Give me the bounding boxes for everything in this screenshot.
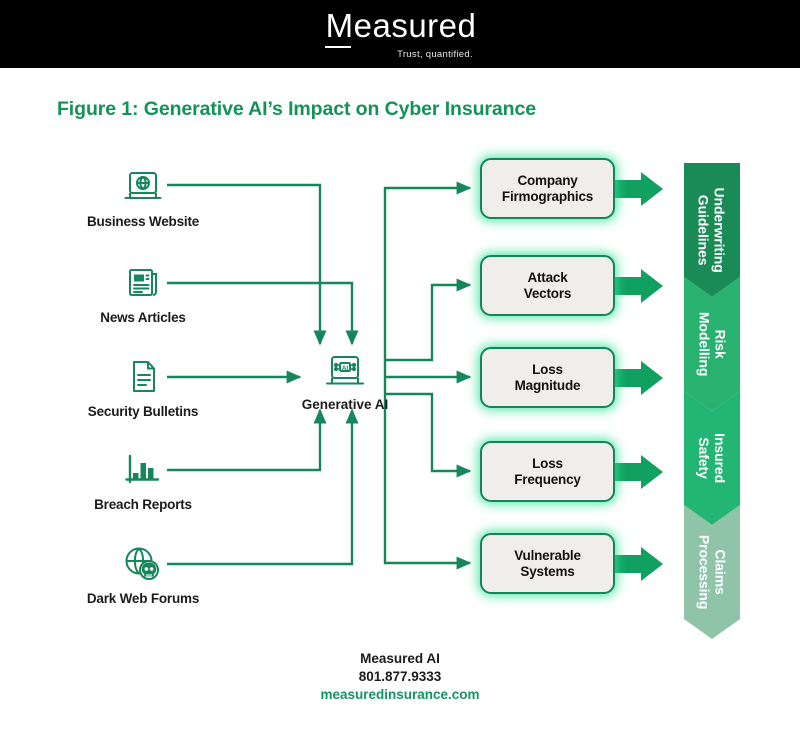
output-box-line1: Loss [532,455,563,471]
ribbon-segment-label: Insured Safety [696,433,728,483]
source-node-security-bulletins[interactable]: Security Bulletins [58,356,228,419]
output-box-line2: Firmographics [501,188,594,204]
output-box-label: Loss Frequency [514,455,581,488]
center-node-label: Generative AI [301,397,389,412]
svg-text:AI: AI [342,365,349,372]
footer-website-link[interactable]: measuredinsurance.com [320,686,480,702]
source-label: News Articles [100,310,186,325]
source-node-dark-web-forums[interactable]: Dark Web Forums [58,543,228,606]
output-box-loss-magnitude[interactable]: Loss Magnitude [480,347,615,408]
output-box-line2: Vectors [523,285,572,301]
source-node-breach-reports[interactable]: Breach Reports [58,449,228,512]
output-box-line1: Loss [532,361,563,377]
ribbon-line1: Insured [712,433,729,483]
source-node-business-website[interactable]: Business Website [58,166,228,229]
ribbon-segment-insured-safety[interactable]: Insured Safety [684,391,740,525]
output-box-label: Company Firmographics [502,173,593,205]
output-box-line1: Company [517,172,578,188]
output-box-line2: Frequency [514,471,581,487]
output-box-company-firmographics[interactable]: Company Firmographics [480,158,615,219]
ribbon-line1: Underwriting [712,187,729,273]
document-icon [58,356,228,398]
footer: Measured AI 801.877.9333 measuredinsuran… [0,650,800,703]
header-bar: Measured Trust, quantified. [0,0,800,68]
ribbon-line2: Safety [696,437,712,479]
brand-logo: Measured Trust, quantified. [0,0,800,68]
footer-company: Measured AI [360,651,440,666]
source-label: Business Website [86,214,200,229]
output-box-line1: Attack [527,269,568,285]
output-box-vulnerable-systems[interactable]: Vulnerable Systems [480,533,615,594]
ribbon-segment-label: Claims Processing [696,535,728,609]
logo-tagline: Trust, quantified. [397,48,473,60]
source-label: Security Bulletins [87,404,199,419]
output-box-label: Attack Vectors [523,269,572,302]
ribbon-line2: Modelling [696,311,712,377]
center-node-generative-ai[interactable]: AI Generative AI [270,352,420,412]
output-thick-arrows [615,172,663,581]
logo-underline-rule [324,45,351,48]
insurance-value-chain-ribbon: Underwriting Guidelines Risk Modelling I… [684,163,740,639]
source-node-news-articles[interactable]: News Articles [58,262,228,325]
footer-phone[interactable]: 801.877.9333 [358,668,442,684]
source-label: Dark Web Forums [86,591,200,606]
source-label: Breach Reports [94,497,192,512]
bar-chart-icon [58,449,228,491]
logo-wordmark-text: Measured [325,6,477,44]
output-box-attack-vectors[interactable]: Attack Vectors [480,255,615,316]
ribbon-segment-label: Underwriting Guidelines [696,187,728,272]
output-box-line2: Systems [520,563,575,579]
ribbon-line2: Guidelines [696,194,713,266]
logo-wordmark: Measured [324,6,477,48]
figure-title: Figure 1: Generative AI’s Impact on Cybe… [57,98,536,120]
laptop-globe-icon [58,166,228,208]
ribbon-segment-risk-modelling[interactable]: Risk Modelling [684,277,740,411]
laptop-ai-chip-icon: AI [270,352,420,392]
ribbon-line2: Processing [696,534,713,610]
newspaper-icon [58,262,228,304]
output-box-label: Loss Magnitude [515,362,581,394]
output-box-line2: Magnitude [514,377,581,393]
ribbon-segment-label: Risk Modelling [696,312,728,376]
output-box-loss-frequency[interactable]: Loss Frequency [480,441,615,502]
ribbon-line1: Claims [712,549,729,595]
output-box-line1: Vulnerable [514,547,581,563]
ribbon-segment-underwriting-guidelines[interactable]: Underwriting Guidelines [684,163,740,297]
ribbon-line1: Risk [712,329,729,359]
globe-skull-icon [58,543,228,585]
output-box-label: Vulnerable Systems [514,548,581,580]
ribbon-segment-claims-processing[interactable]: Claims Processing [684,505,740,639]
